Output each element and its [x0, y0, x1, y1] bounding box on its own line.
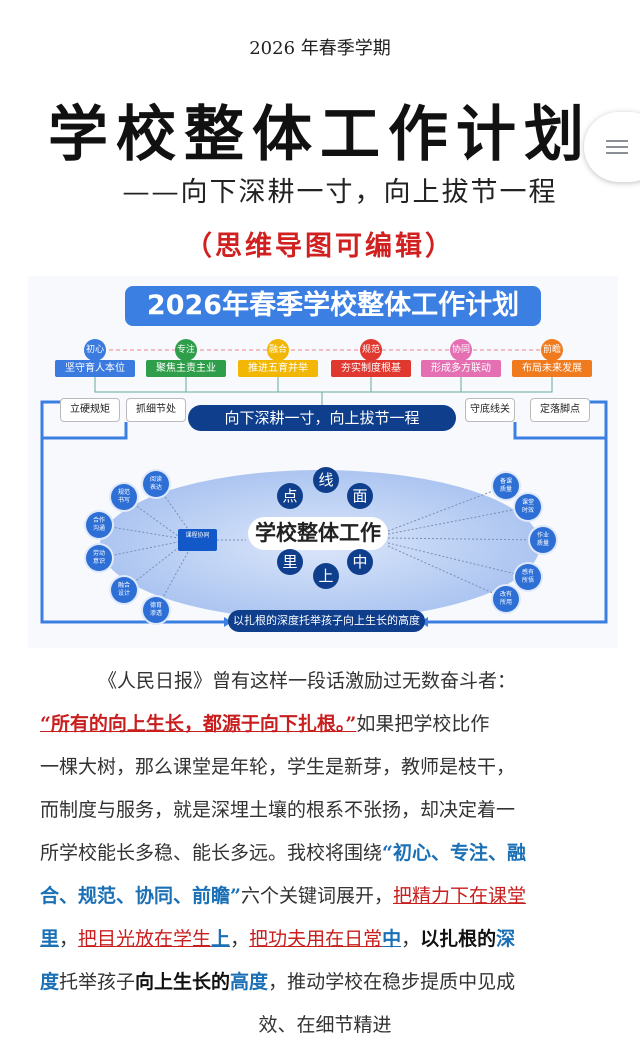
highlighted-text: 度	[40, 971, 60, 993]
core-label: 学校整体工作	[248, 517, 388, 550]
keyword-desc: 坚守育人本位	[55, 360, 135, 377]
right-bubble: 备课质量	[493, 473, 519, 499]
highlighted-text: 以扎根的	[420, 928, 497, 950]
highlighted-text: 合、规范、协同、前瞻”	[40, 885, 241, 907]
text-segment: ，推动学校在稳步提质中见成	[268, 971, 516, 993]
core-char-circle: 里	[277, 549, 303, 575]
highlighted-text: 向上生长的	[135, 971, 231, 993]
paragraph-line: 《人民日报》曾有这样一段话激励过无数奋斗者：	[40, 660, 610, 703]
body-paragraph: 《人民日报》曾有这样一段话激励过无数奋斗者： “所有的向上生长，都源于向下扎根。”…	[40, 660, 610, 1047]
bottom-slogan: 以扎根的深度托举孩子向上生长的高度	[228, 610, 425, 632]
highlighted-text: 把精力下在课堂	[392, 885, 526, 907]
highlighted-text: 高度	[230, 971, 269, 993]
highlighted-text: 上	[211, 928, 231, 950]
right-bubble: 感有所悟	[515, 564, 541, 590]
keyword-circle: 协同	[450, 339, 472, 361]
highlighted-text: 深	[496, 928, 516, 950]
core-char-circle: 线	[313, 467, 339, 493]
right-bubble: 作业质量	[530, 527, 556, 553]
hub-box: 课程协同	[178, 529, 217, 551]
left-bubble: 融合设计	[111, 577, 137, 603]
mind-map: 2026年春季学校整体工作计划 初心坚守育人本位 专注聚焦主责主业 融合推进五育并举…	[28, 276, 618, 648]
right-bubble: 课堂时效	[515, 494, 541, 520]
keyword-desc: 夯实制度根基	[331, 360, 411, 377]
editable-note: （思维导图可编辑）	[185, 231, 455, 262]
text-segment: 而制度与服务，就是深埋土壤的根系不张扬，却决定着一	[40, 799, 516, 821]
keyword-circle: 规范	[360, 339, 382, 361]
hamburger-icon	[606, 136, 628, 158]
diagram-title: 2026年春季学校整体工作计划	[125, 286, 541, 326]
paragraph-line: 效、在细节精进	[40, 1004, 610, 1047]
highlighted-text: 中	[382, 928, 402, 950]
paragraph-line: 合、规范、协同、前瞻”六个关键词展开，把精力下在课堂	[40, 875, 610, 918]
keyword-circle: 前瞻	[541, 339, 563, 361]
core-char-circle: 面	[347, 483, 373, 509]
core-char-circle: 上	[313, 563, 339, 589]
right-bubble: 改有所用	[493, 586, 519, 612]
text-segment: ，	[401, 928, 421, 950]
text-segment: 一棵大树，那么课堂是年轮，学生是新芽，教师是枝干，	[40, 756, 516, 778]
core-char-circle: 点	[277, 483, 303, 509]
left-bubble: 劳动意识	[86, 545, 112, 571]
keyword-desc: 形成多方联动	[421, 360, 501, 377]
text-segment: 所学校能长多稳、能长多远。我校将围绕	[40, 842, 383, 864]
core-char-circle: 中	[347, 549, 373, 575]
highlighted-text: 把功夫用在日常	[249, 928, 383, 950]
mind-map-connectors	[40, 349, 608, 627]
text-segment: 《人民日报》曾有这样一段话激励过无数奋斗者：	[98, 670, 517, 692]
left-bubble: 德育渗透	[143, 597, 169, 623]
text-segment: ，	[59, 928, 79, 950]
text-segment: 效、在细节精进	[258, 1014, 392, 1036]
page-subtitle: ——向下深耕一寸，向上拔节一程	[122, 177, 558, 208]
text-segment: 如果把学校比作	[356, 713, 490, 735]
left-bubble: 规范书写	[111, 484, 137, 510]
highlighted-text: 里	[40, 928, 60, 950]
highlighted-text: 把目光放在学生	[78, 928, 212, 950]
left-bubble: 合作沟通	[86, 512, 112, 538]
slogan-pill: 向下深耕一寸，向上拔节一程	[188, 405, 456, 431]
paragraph-line: 而制度与服务，就是深埋土壤的根系不张扬，却决定着一	[40, 789, 610, 832]
keyword-desc: 聚焦主责主业	[146, 360, 226, 377]
paragraph-line: “所有的向上生长，都源于向下扎根。”如果把学校比作	[40, 703, 610, 746]
paragraph-line: 一棵大树，那么课堂是年轮，学生是新芽，教师是枝干，	[40, 746, 610, 789]
keyword-circle: 融合	[267, 339, 289, 361]
text-segment: 托举孩子	[59, 971, 136, 993]
keyword-desc: 布局未来发展	[512, 360, 592, 377]
left-bubble: 阅读表达	[143, 471, 169, 497]
side-box: 抓细节处	[126, 398, 186, 422]
side-box: 守底线关	[465, 398, 515, 422]
paragraph-line: 所学校能长多稳、能长多远。我校将围绕“初心、专注、融	[40, 832, 610, 875]
text-segment: 六个关键词展开，	[240, 885, 393, 907]
keyword-circle: 专注	[175, 339, 197, 361]
dotted-arrows	[98, 483, 544, 611]
highlighted-text: “初心、专注、融	[382, 842, 526, 864]
side-box: 立硬规矩	[60, 398, 120, 422]
highlighted-text: “所有的向上生长，都源于向下扎根。”	[40, 713, 357, 735]
paragraph-line: 里，把目光放在学生上，把功夫用在日常中，以扎根的深	[40, 918, 610, 961]
menu-button[interactable]	[584, 112, 640, 182]
side-box: 定落脚点	[530, 398, 590, 422]
paragraph-line: 度托举孩子向上生长的高度，推动学校在稳步提质中见成	[40, 961, 610, 1004]
keyword-circle: 初心	[84, 339, 106, 361]
page-title: 学校整体工作计划	[48, 100, 592, 170]
text-segment: ，	[230, 928, 250, 950]
keyword-desc: 推进五育并举	[238, 360, 318, 377]
term-label: 2026 年春季学期	[249, 38, 391, 59]
